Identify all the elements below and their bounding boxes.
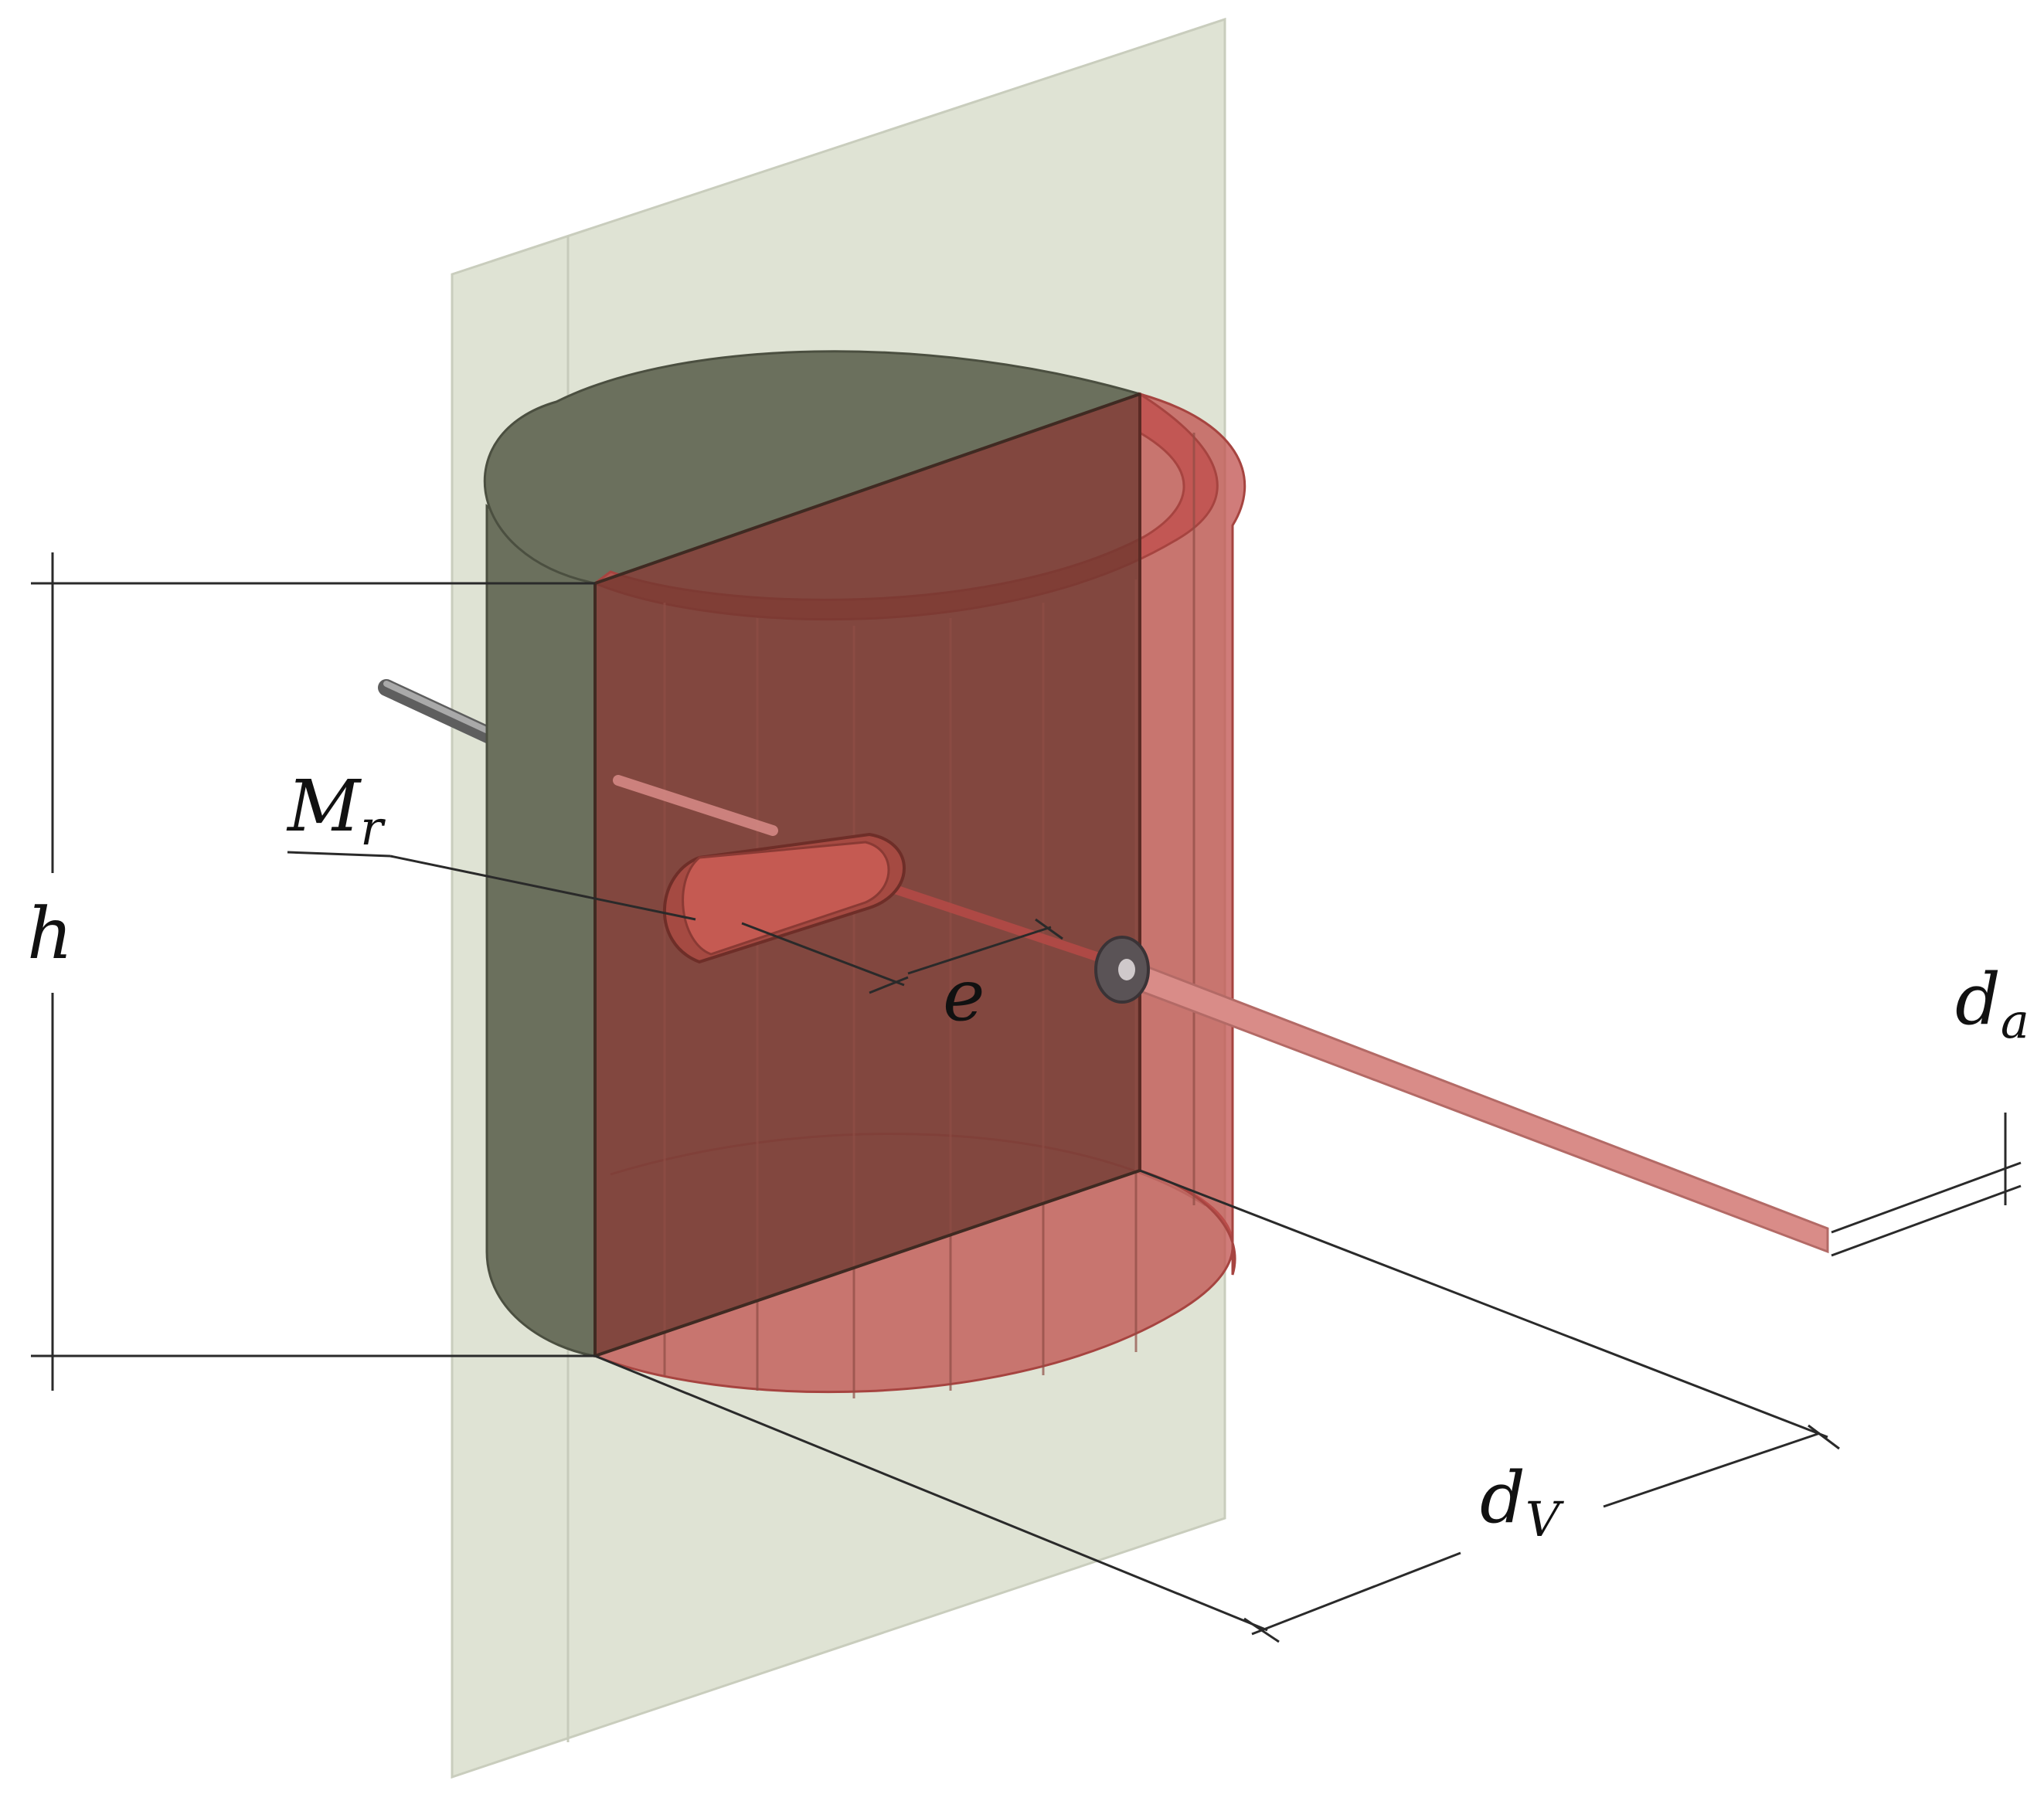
dimension-dv xyxy=(594,1169,1840,1643)
label-mr: Mr xyxy=(286,765,386,856)
dimension-e xyxy=(741,918,1063,994)
label-h: h xyxy=(27,892,73,975)
label-e: e xyxy=(943,954,985,1037)
bearing-washer xyxy=(1094,936,1150,1004)
rear-shaft-stub xyxy=(378,679,503,746)
leader-mr xyxy=(287,851,696,921)
label-dv: dV xyxy=(1480,1456,1565,1548)
dimension-h xyxy=(31,552,595,1391)
cylinder-rear-half xyxy=(483,350,1144,1357)
shaft xyxy=(613,775,1829,1254)
label-da: da xyxy=(1955,958,2029,1049)
dimension-da xyxy=(1831,1113,2022,1257)
cylinder-front-half xyxy=(591,392,1246,1398)
eccentric-mass xyxy=(662,832,906,964)
